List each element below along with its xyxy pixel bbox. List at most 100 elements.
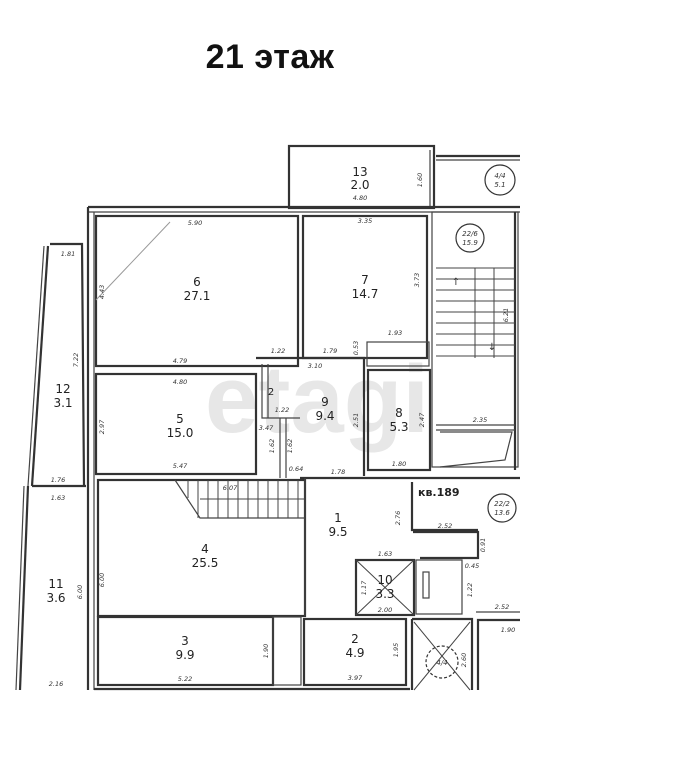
svg-text:6.07: 6.07 <box>223 484 238 492</box>
svg-text:2.51: 2.51 <box>352 413 360 427</box>
svg-text:2.00: 2.00 <box>378 606 392 614</box>
svg-text:14.7: 14.7 <box>352 287 379 301</box>
room-4: 6.07 4 25.5 6.00 <box>96 478 307 618</box>
svg-text:5.47: 5.47 <box>173 462 188 470</box>
svg-text:4/4: 4/4 <box>436 659 447 667</box>
svg-text:0.53: 0.53 <box>352 341 360 355</box>
svg-text:22/6: 22/6 <box>462 230 478 238</box>
svg-text:4.9: 4.9 <box>345 646 364 660</box>
svg-text:3.47: 3.47 <box>259 424 274 432</box>
svg-text:5.1: 5.1 <box>494 181 505 189</box>
svg-text:0.45: 0.45 <box>465 562 479 570</box>
room-11: 11 3.6 1.63 6.00 2.16 <box>15 485 84 691</box>
room-2: 2 4.9 1.95 3.97 <box>302 617 408 687</box>
svg-text:1.95: 1.95 <box>392 643 400 657</box>
svg-text:4.43: 4.43 <box>98 285 106 299</box>
svg-text:11: 11 <box>48 577 63 591</box>
svg-text:1.62: 1.62 <box>286 439 294 453</box>
svg-text:10: 10 <box>377 573 392 587</box>
room-8: 8 5.3 2.47 1.80 <box>366 368 432 472</box>
room-9: 1.22 1.22 3.47 3.10 9 9.4 2.51 1.78 2 <box>256 347 366 476</box>
svg-text:2.35: 2.35 <box>473 416 487 424</box>
svg-text:7: 7 <box>361 273 369 287</box>
svg-text:1.63: 1.63 <box>378 550 392 558</box>
corridor: 1.62 1.62 0.64 <box>268 418 303 478</box>
stairwell: 22/6 15.9 ↑ ↓ 6.21 2.35 <box>431 211 519 470</box>
svg-text:3.1: 3.1 <box>53 396 72 410</box>
svg-text:5.3: 5.3 <box>389 420 408 434</box>
room-6: 6 27.1 5.90 4.43 4.79 <box>94 214 300 368</box>
flat-label: кв.189 <box>418 486 460 499</box>
svg-text:0.64: 0.64 <box>289 465 303 473</box>
svg-text:2.97: 2.97 <box>98 419 106 434</box>
room-7: 7 14.7 3.35 3.73 1.93 1.79 0.53 <box>301 214 429 360</box>
svg-text:↓: ↓ <box>488 342 496 353</box>
svg-text:4.79: 4.79 <box>173 357 187 365</box>
svg-text:1.81: 1.81 <box>61 250 75 258</box>
svg-text:3.73: 3.73 <box>413 273 421 287</box>
shaft: 2.52 0.91 0.45 1.22 <box>413 522 487 615</box>
room-12: 12 3.1 1.81 7.22 1.76 <box>27 242 86 488</box>
svg-text:22/2: 22/2 <box>494 500 510 508</box>
svg-text:5.22: 5.22 <box>178 675 192 683</box>
room-13: 13 2.0 1.60 4.80 <box>287 144 436 210</box>
corner-right: 2.52 1.90 <box>476 603 520 690</box>
svg-text:4/4: 4/4 <box>494 172 505 180</box>
floor-title: 21 этаж <box>205 38 335 76</box>
svg-text:1.93: 1.93 <box>388 329 402 337</box>
svg-text:1.90: 1.90 <box>501 626 515 634</box>
svg-text:4: 4 <box>201 542 209 556</box>
svg-text:6.00: 6.00 <box>98 573 106 587</box>
svg-text:1.80: 1.80 <box>392 460 406 468</box>
svg-text:2.76: 2.76 <box>394 511 402 525</box>
svg-text:13.6: 13.6 <box>494 509 510 517</box>
svg-text:4.80: 4.80 <box>173 378 187 386</box>
svg-text:3.10: 3.10 <box>308 362 322 370</box>
svg-text:1.62: 1.62 <box>268 439 276 453</box>
svg-text:9.9: 9.9 <box>175 648 194 662</box>
svg-text:6.00: 6.00 <box>76 585 84 599</box>
svg-text:5.90: 5.90 <box>188 219 202 227</box>
svg-text:15.0: 15.0 <box>167 426 194 440</box>
svg-text:1.78: 1.78 <box>331 468 345 476</box>
svg-text:↑: ↑ <box>452 277 460 288</box>
room-10: 10 3.3 1.63 1.17 2.00 <box>354 550 416 617</box>
svg-text:2.47: 2.47 <box>418 412 426 427</box>
svg-text:6.21: 6.21 <box>502 308 510 322</box>
room-3: 3 9.9 1.90 5.22 <box>96 615 302 687</box>
svg-text:1.22: 1.22 <box>271 347 285 355</box>
svg-text:7.22: 7.22 <box>72 353 80 367</box>
mark-top-right-icon <box>484 164 516 196</box>
svg-text:5: 5 <box>176 412 184 426</box>
svg-text:3.6: 3.6 <box>46 591 65 605</box>
svg-text:2.0: 2.0 <box>350 178 369 192</box>
svg-text:1.90: 1.90 <box>262 644 270 658</box>
vent-shaft: 4/4 2.60 <box>410 617 474 691</box>
watermark: etagi <box>205 346 429 453</box>
svg-text:1: 1 <box>334 511 342 525</box>
svg-text:1.60: 1.60 <box>416 173 424 187</box>
svg-text:27.1: 27.1 <box>184 289 211 303</box>
svg-text:9.5: 9.5 <box>328 525 347 539</box>
svg-text:0.91: 0.91 <box>479 538 487 552</box>
svg-text:1.79: 1.79 <box>323 347 337 355</box>
svg-text:12: 12 <box>55 382 70 396</box>
svg-text:9.4: 9.4 <box>315 409 334 423</box>
svg-text:25.5: 25.5 <box>192 556 219 570</box>
svg-text:13: 13 <box>352 165 367 179</box>
room-1: 1 9.5 2.76 <box>304 478 478 616</box>
svg-text:2: 2 <box>351 632 359 646</box>
svg-text:1.63: 1.63 <box>51 494 65 502</box>
svg-text:2.16: 2.16 <box>49 680 63 688</box>
svg-text:2.52: 2.52 <box>495 603 509 611</box>
svg-text:4.80: 4.80 <box>353 194 367 202</box>
svg-text:9: 9 <box>321 395 329 409</box>
svg-text:1.17: 1.17 <box>360 580 368 595</box>
svg-text:6: 6 <box>193 275 201 289</box>
room-5: 5 15.0 4.80 2.97 5.47 <box>94 372 258 476</box>
svg-text:2: 2 <box>268 387 274 398</box>
svg-text:15.9: 15.9 <box>462 239 478 247</box>
svg-text:1.22: 1.22 <box>275 406 289 414</box>
svg-text:2.60: 2.60 <box>460 653 468 667</box>
